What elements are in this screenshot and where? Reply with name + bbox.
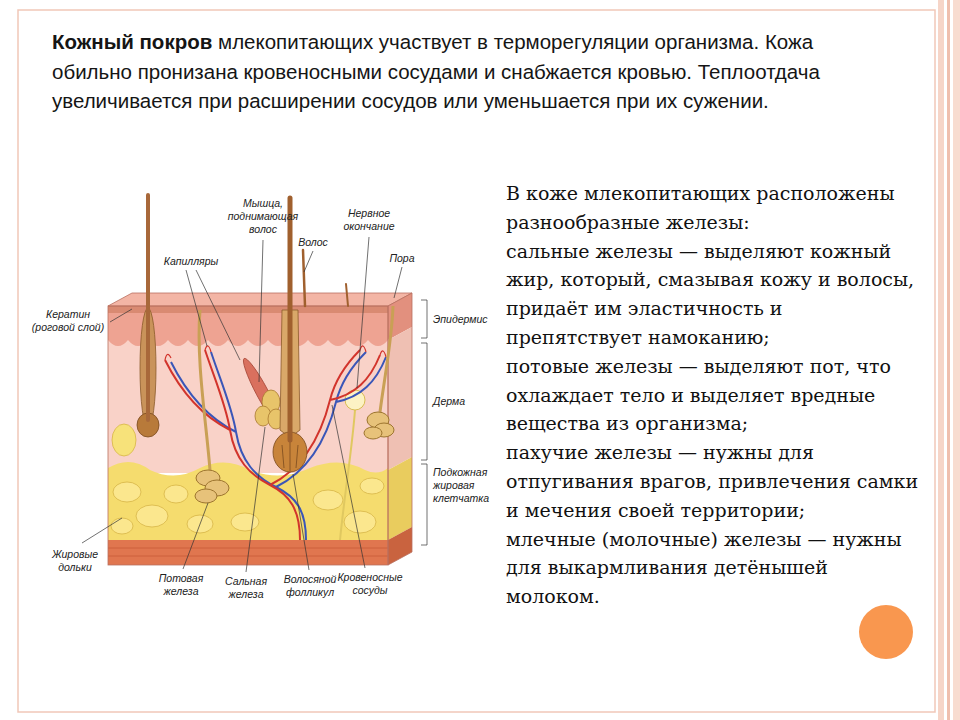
fat-lobule <box>113 482 141 502</box>
border-stripe <box>947 0 950 720</box>
part-label: Мышца, поднимающая волос <box>218 197 308 236</box>
side-dermis <box>388 327 412 470</box>
heading-block: Кожный покровмлекопитающих участвует в т… <box>52 27 842 116</box>
muscle-stripe <box>108 548 388 549</box>
part-label: Пора <box>385 252 419 265</box>
side-muscle <box>388 527 412 565</box>
leader-line <box>183 503 208 569</box>
part-label: Потовая железа <box>152 572 210 598</box>
fat-lobule <box>164 485 188 503</box>
hair-shaft <box>288 198 293 440</box>
gland-item: млечные (молочные) железы — нужны для вы… <box>506 525 924 611</box>
leader-line <box>196 270 240 360</box>
leader-line <box>304 251 313 272</box>
part-label: Капилляры <box>158 255 224 268</box>
leader-line <box>186 270 207 346</box>
leader-line <box>394 267 402 298</box>
sweat-gland <box>364 427 382 439</box>
leader-lines <box>82 237 427 572</box>
part-label: Волосяной фолликул <box>278 573 342 599</box>
layer-label: Подкожная жировая клетчатка <box>433 466 495 505</box>
part-label: Сальная железа <box>217 575 275 601</box>
fat-lobule <box>136 505 168 527</box>
leader-line <box>357 237 369 388</box>
muscle-band <box>108 540 388 565</box>
hair-shaft <box>346 284 348 306</box>
fat-lobule <box>360 478 384 494</box>
layer-label: Эпидермис <box>433 313 503 326</box>
arrector-muscle <box>239 356 285 429</box>
fat-lobule <box>313 490 343 510</box>
part-label: Жировые дольки <box>44 548 106 574</box>
nerve-fibre <box>340 410 355 540</box>
layer-bracket <box>421 343 427 460</box>
blood-vessel-artery <box>165 350 380 540</box>
leader-line <box>82 518 122 543</box>
part-label: Кровеносные сосуды <box>334 571 406 597</box>
gland-item: пахучие железы — нужны для отпугивания в… <box>506 438 924 524</box>
layer-label: Дерма <box>433 395 503 408</box>
heading-bold: Кожный покров <box>52 30 212 53</box>
leader-line <box>110 309 132 322</box>
fat-lobule <box>112 424 136 456</box>
layer-bracket <box>421 464 427 545</box>
side-fat <box>388 457 412 540</box>
slide-frame <box>18 10 935 712</box>
skin-block <box>108 195 412 565</box>
text-column: В коже млекопитающих расположены разнооб… <box>506 179 924 611</box>
leader-line <box>246 427 265 572</box>
orange-dot <box>859 605 913 659</box>
border-stripe <box>953 0 960 720</box>
fat-lobule <box>231 513 259 531</box>
border-stripe <box>938 0 944 720</box>
intro-text: В коже млекопитающих расположены разнооб… <box>506 179 924 237</box>
part-label: Нервное окончание <box>338 207 400 233</box>
gland-item: потовые железы — выделяют пот, что охлаж… <box>506 352 924 438</box>
gland-item: сальные железы — выделяют кожный жир, ко… <box>506 237 924 352</box>
part-label: Волос <box>293 236 333 249</box>
leader-line <box>259 240 263 382</box>
hair-shaft <box>303 250 305 306</box>
leader-line <box>332 405 365 568</box>
hair-shaft <box>146 195 150 420</box>
fat-lobule <box>344 511 376 533</box>
skin-surface <box>108 293 412 306</box>
part-label: Кератин (роговой слой) <box>26 308 110 334</box>
sweat-duct <box>199 310 210 470</box>
sweat-duct <box>380 306 393 412</box>
layer-bracket <box>421 300 427 338</box>
sweat-gland <box>195 489 217 503</box>
hair-root <box>282 440 298 471</box>
fat-lobule <box>111 518 133 534</box>
leader-line <box>293 474 309 570</box>
